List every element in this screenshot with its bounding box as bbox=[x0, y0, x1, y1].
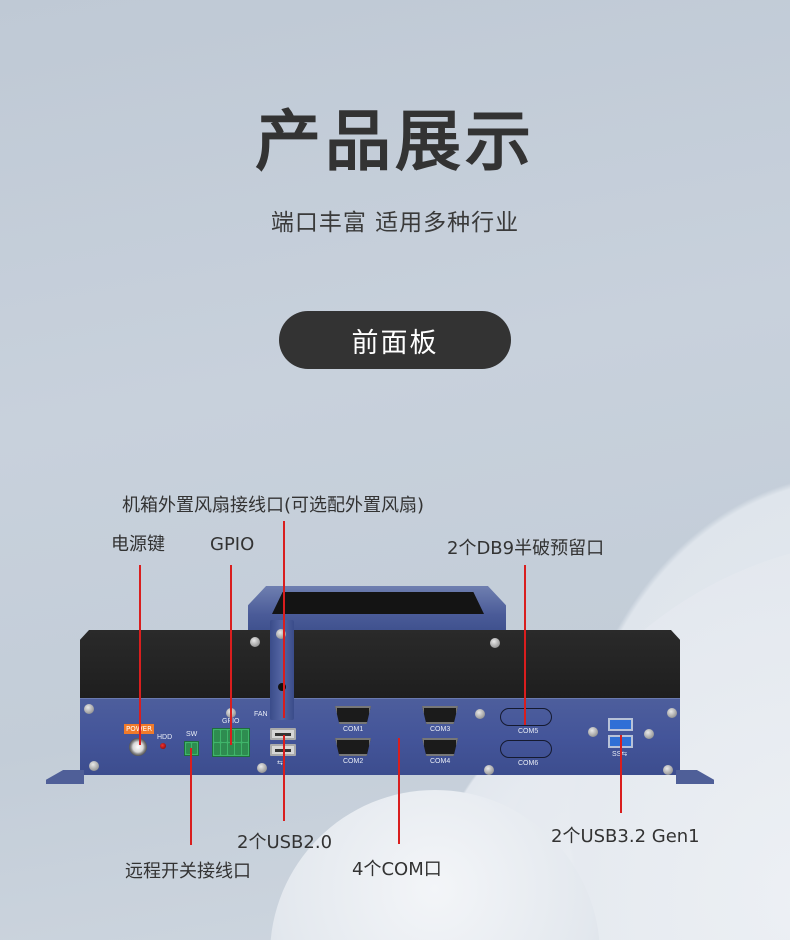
sw-label: SW bbox=[186, 731, 198, 738]
callout-line-power bbox=[139, 565, 141, 745]
screw-icon bbox=[663, 765, 673, 775]
callout-line-usb3 bbox=[620, 735, 622, 813]
com6-label: COM6 bbox=[518, 760, 539, 767]
com6-knockout bbox=[500, 740, 552, 758]
hdd-label: HDD bbox=[157, 734, 173, 741]
com2-label: COM2 bbox=[343, 758, 364, 765]
callout-db9: 2个DB9半破预留口 bbox=[447, 538, 605, 559]
page-subtitle: 端口丰富 适用多种行业 bbox=[270, 210, 520, 236]
com1-port bbox=[335, 706, 371, 724]
com1-label: COM1 bbox=[343, 726, 364, 733]
callout-line-fan bbox=[283, 521, 285, 718]
screw-icon bbox=[276, 629, 286, 639]
usb3-port-1 bbox=[608, 718, 633, 731]
screw-icon bbox=[257, 763, 267, 773]
com4-port bbox=[422, 738, 458, 756]
screw-icon bbox=[667, 708, 677, 718]
callout-remote-switch: 远程开关接线口 bbox=[125, 861, 251, 882]
usb-icon: ⇆ bbox=[277, 760, 283, 767]
chassis-top bbox=[80, 630, 680, 700]
com3-port bbox=[422, 706, 458, 724]
section-tab-front-panel[interactable]: 前面板 bbox=[279, 311, 511, 369]
page-title: 产品展示 bbox=[255, 103, 535, 180]
callout-line-usb2 bbox=[283, 735, 285, 821]
com3-label: COM3 bbox=[430, 726, 451, 733]
screw-icon bbox=[84, 704, 94, 714]
callout-gpio: GPIO bbox=[210, 534, 255, 555]
callout-usb2: 2个USB2.0 bbox=[237, 832, 333, 853]
com5-knockout bbox=[500, 708, 552, 726]
callout-line-gpio bbox=[230, 565, 232, 745]
callout-line-com bbox=[398, 738, 400, 844]
screw-icon bbox=[644, 729, 654, 739]
com5-label: COM5 bbox=[518, 728, 539, 735]
screw-icon bbox=[475, 709, 485, 719]
hdd-led-icon bbox=[160, 743, 166, 749]
screw-icon bbox=[250, 637, 260, 647]
screw-icon bbox=[484, 765, 494, 775]
callout-line-remote-switch bbox=[190, 748, 192, 845]
com4-label: COM4 bbox=[430, 758, 451, 765]
callout-usb3: 2个USB3.2 Gen1 bbox=[551, 826, 700, 847]
front-panel bbox=[80, 698, 680, 775]
callout-power: 电源键 bbox=[111, 534, 165, 555]
power-button-icon[interactable] bbox=[129, 738, 147, 756]
screw-icon bbox=[89, 761, 99, 771]
remote-switch-terminal bbox=[184, 741, 199, 756]
usb3-ss-icon: SS⇆ bbox=[612, 750, 627, 758]
fan-label: FAN bbox=[254, 711, 268, 718]
screw-icon bbox=[588, 727, 598, 737]
callout-com: 4个COM口 bbox=[352, 859, 442, 880]
callout-fan: 机箱外置风扇接线口(可选配外置风扇) bbox=[122, 495, 425, 516]
com2-port bbox=[335, 738, 371, 756]
fan-opening bbox=[272, 592, 484, 614]
callout-line-db9 bbox=[524, 565, 526, 725]
screw-icon bbox=[490, 638, 500, 648]
fan-connector-port bbox=[278, 683, 286, 691]
